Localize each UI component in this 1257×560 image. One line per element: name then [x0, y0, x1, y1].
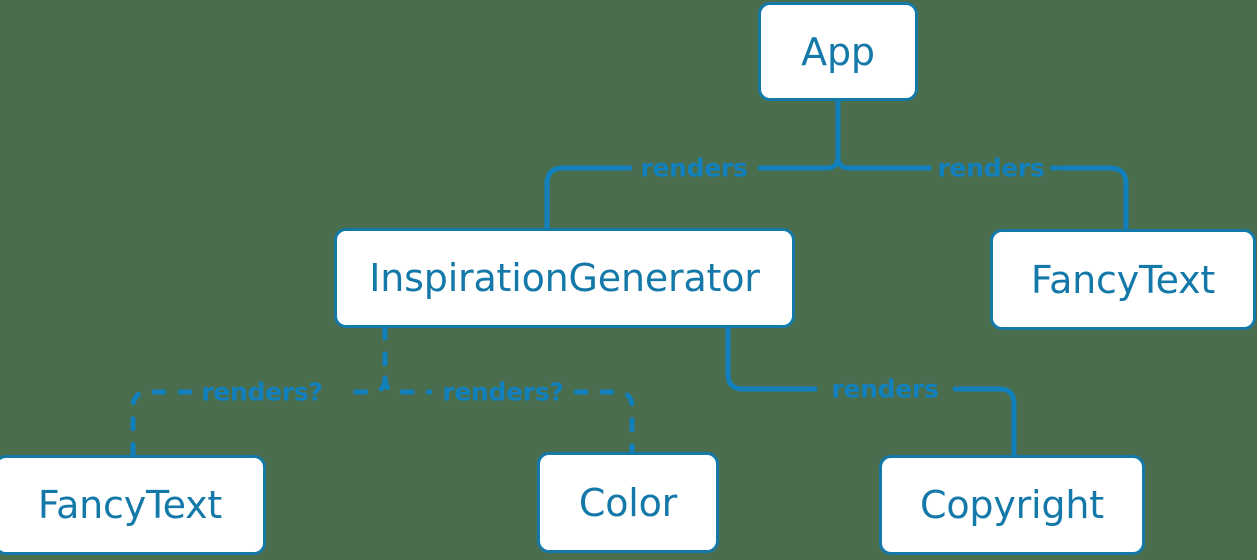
node-app-label: App [801, 29, 875, 74]
edge-inspirationgenerator-renders-copyright-tail [952, 386, 1017, 458]
node-fancytext-right[interactable]: FancyText [990, 229, 1256, 330]
edge-app-trunk-left [757, 154, 841, 171]
node-color[interactable]: Color [537, 452, 719, 553]
edge-inspirationgenerator-renders-copyright [725, 325, 818, 392]
edge-label-inspirationgenerator-renders-copyright: renders [825, 376, 945, 402]
edge-inspirationgenerator-dashed-trunk [340, 325, 388, 395]
node-color-label: Color [578, 480, 678, 525]
node-inspiration-generator-label: InspirationGenerator [369, 256, 760, 300]
edge-label-inspirationgenerator-renders-fancytext: renders? [195, 379, 329, 405]
node-fancytext-bottom-label: FancyText [37, 483, 223, 527]
node-app[interactable]: App [758, 2, 918, 101]
node-copyright-label: Copyright [920, 483, 1104, 527]
edge-inspirationgenerator-dashed-trunk-right [382, 375, 433, 395]
edge-app-renders-inspirationgenerator [544, 165, 633, 231]
node-fancytext-right-label: FancyText [1030, 257, 1216, 302]
edge-label-app-renders-fancytext: renders [931, 155, 1051, 181]
edge-label-inspirationgenerator-renders-color: renders? [436, 379, 570, 405]
edge-app-renders-fancytext-tail [1057, 165, 1129, 232]
node-inspiration-generator[interactable]: InspirationGenerator [334, 228, 795, 328]
edge-inspirationgenerator-renders-fancytext [130, 389, 193, 458]
node-copyright[interactable]: Copyright [879, 455, 1145, 555]
edge-label-app-renders-inspirationgenerator: renders [634, 155, 754, 181]
edge-inspirationgenerator-renders-color [573, 389, 635, 455]
node-fancytext-bottom[interactable]: FancyText [0, 455, 266, 555]
